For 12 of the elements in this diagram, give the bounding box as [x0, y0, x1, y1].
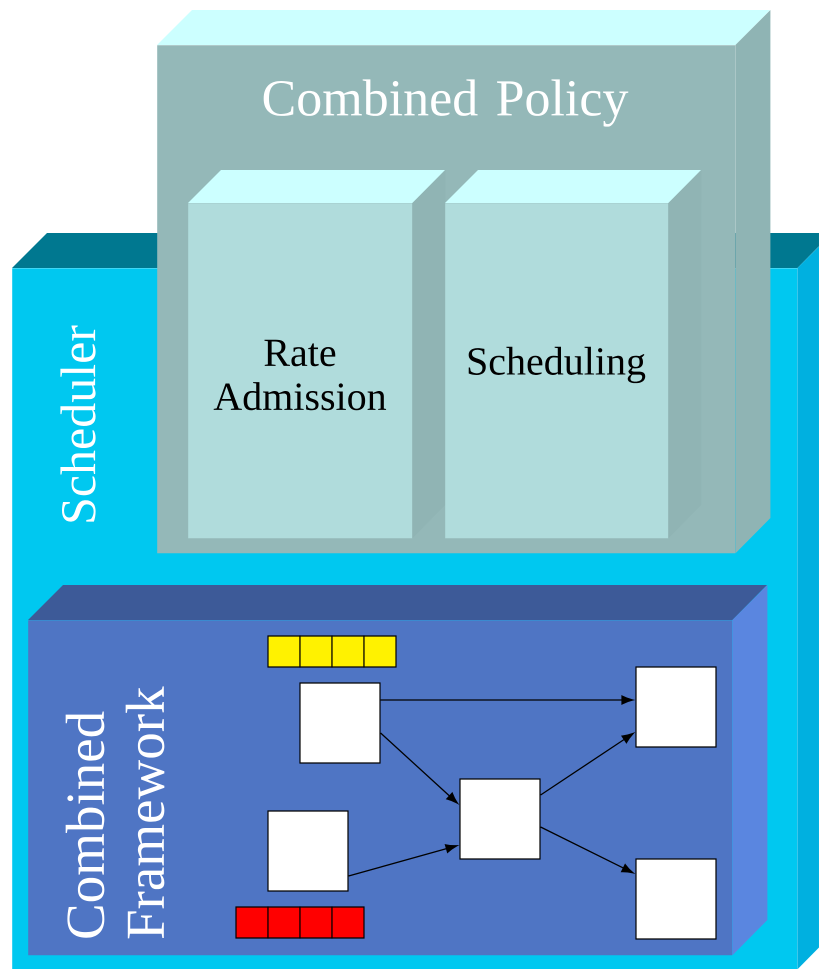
empty-box: [635, 858, 717, 940]
empty-box: [459, 778, 541, 860]
arrow: [348, 844, 458, 877]
arrow: [540, 732, 634, 796]
arrow: [380, 732, 458, 804]
empty-box: [635, 666, 717, 748]
module-block: Scheduling: [445, 170, 702, 538]
empty-box: [267, 810, 349, 892]
arrow: [540, 826, 634, 874]
module-block: Rate Admission: [188, 170, 446, 538]
arrow: [380, 695, 634, 705]
empty-box: [299, 682, 381, 764]
